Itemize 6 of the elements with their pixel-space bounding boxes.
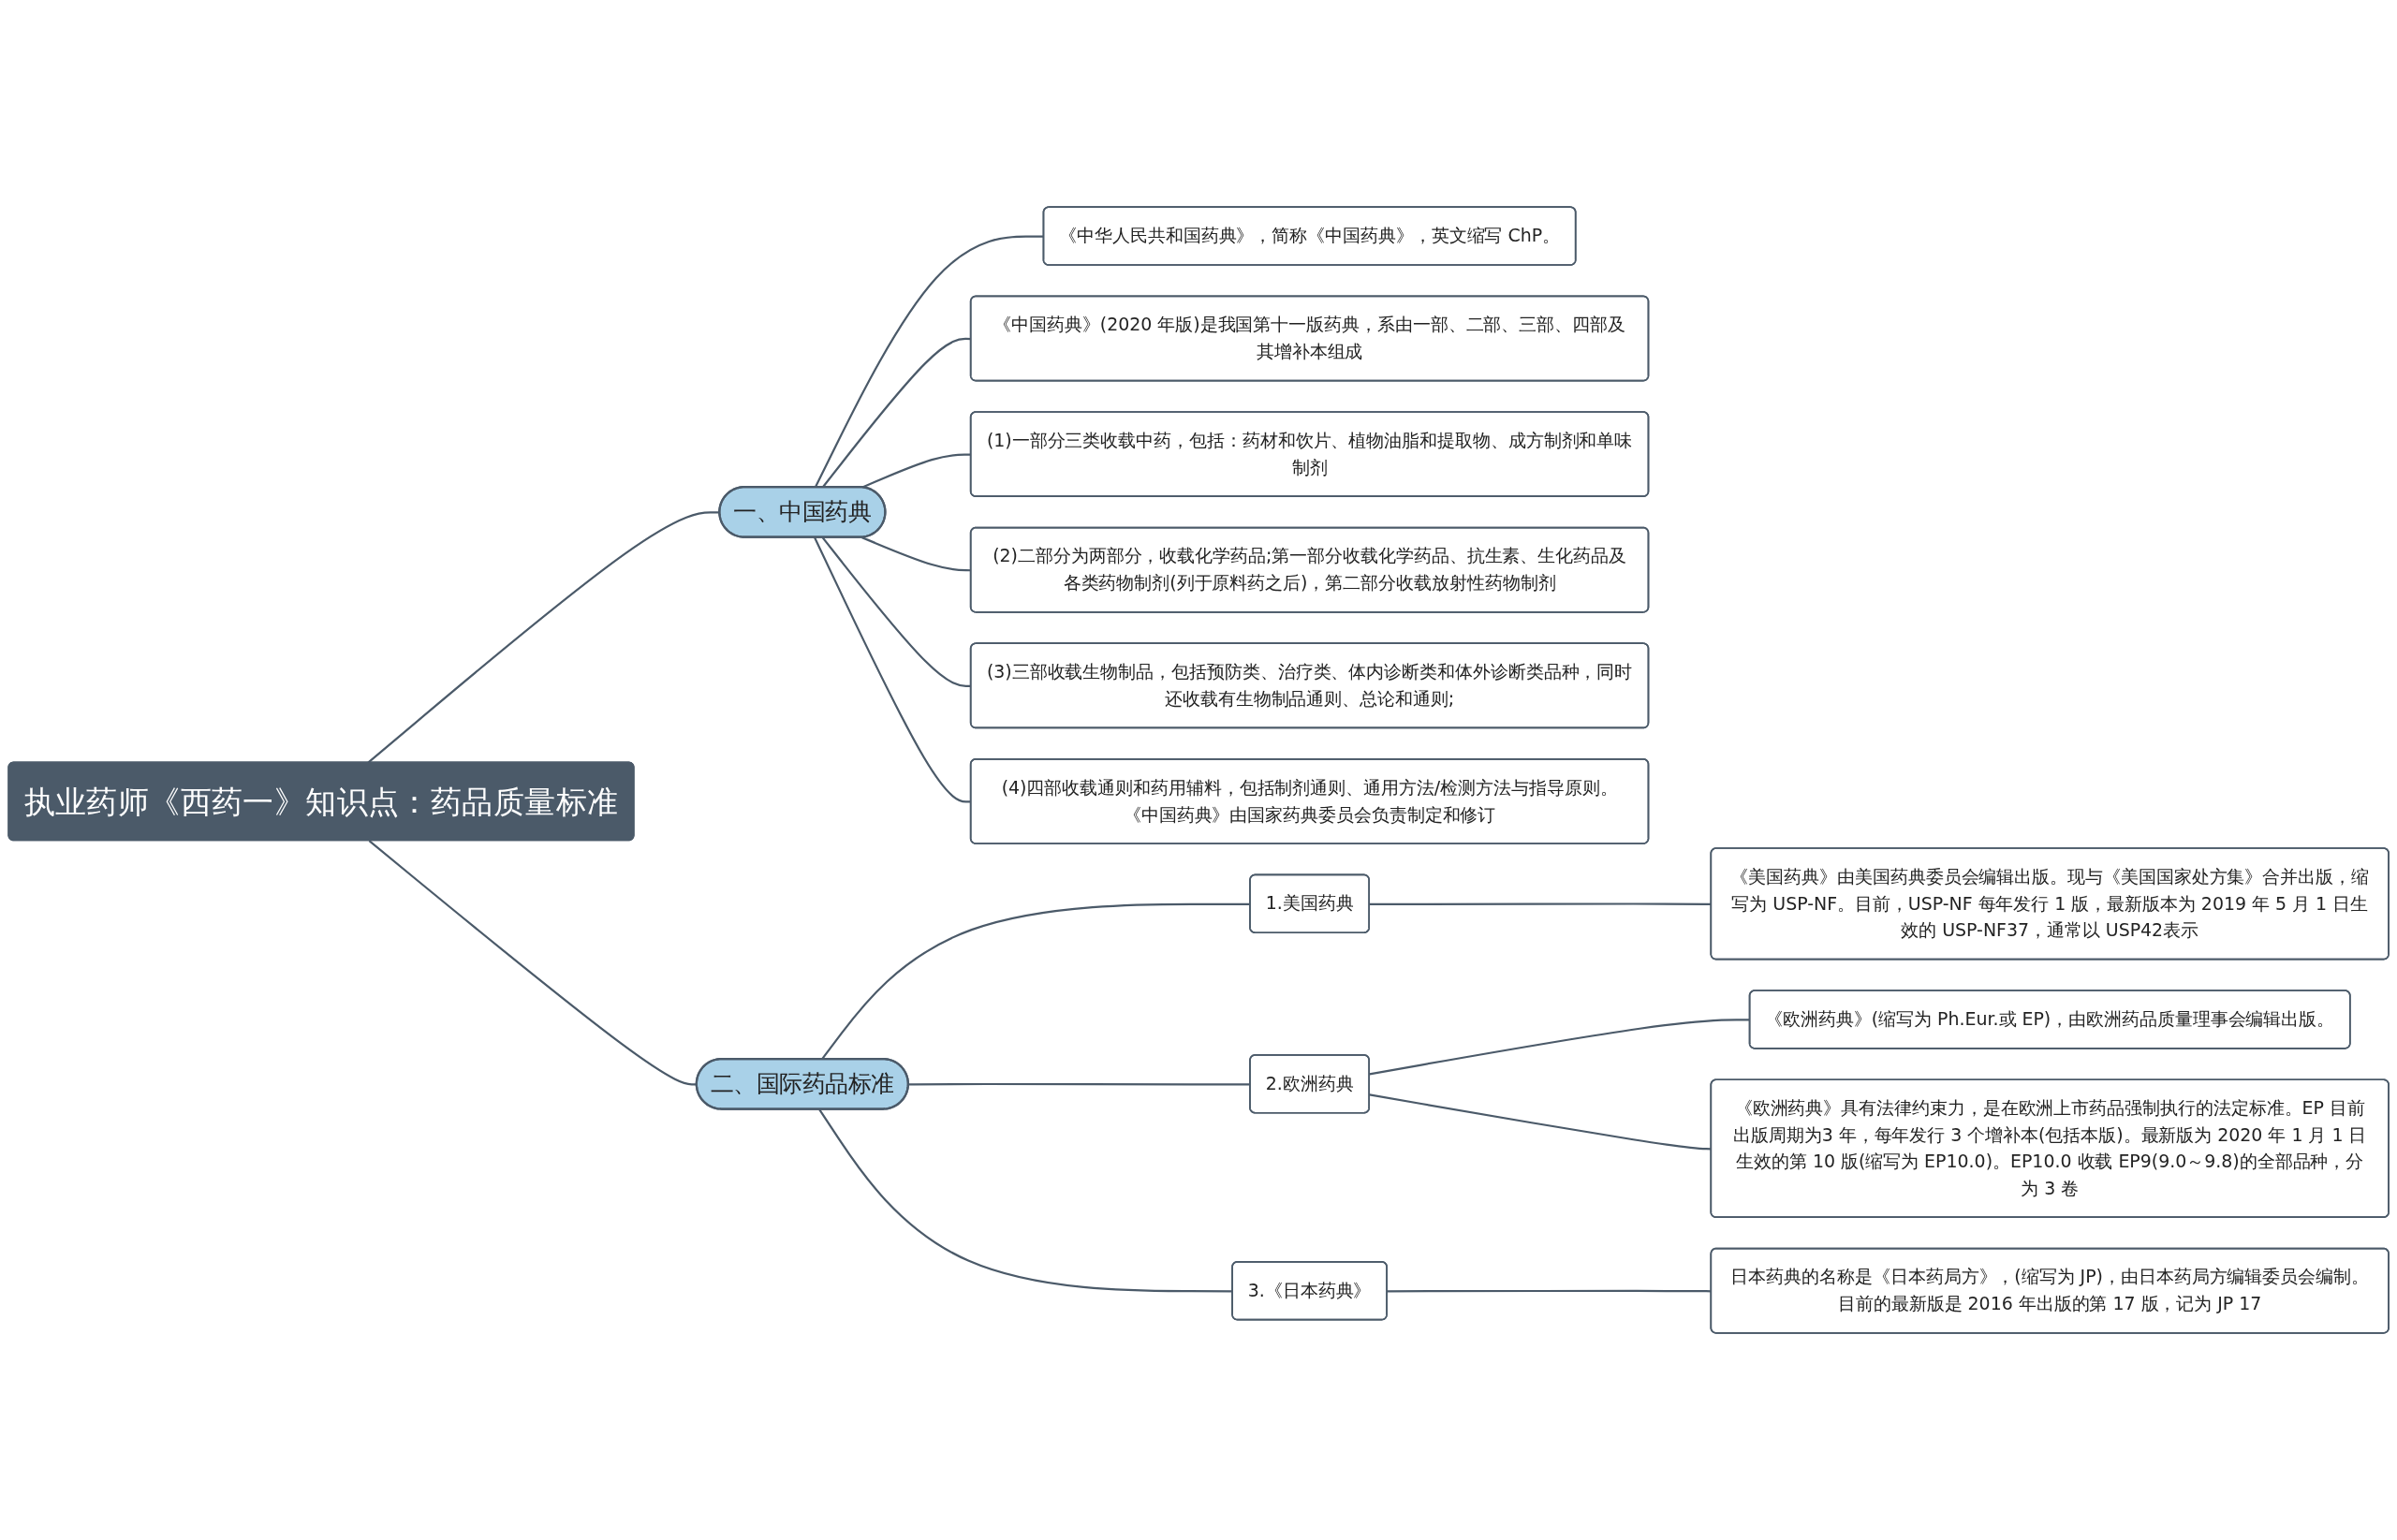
connector — [1387, 1289, 1712, 1293]
connector — [367, 511, 720, 764]
connector — [1369, 1093, 1712, 1151]
connector — [814, 235, 1044, 489]
connector — [818, 1108, 1233, 1293]
connector — [1369, 902, 1712, 905]
